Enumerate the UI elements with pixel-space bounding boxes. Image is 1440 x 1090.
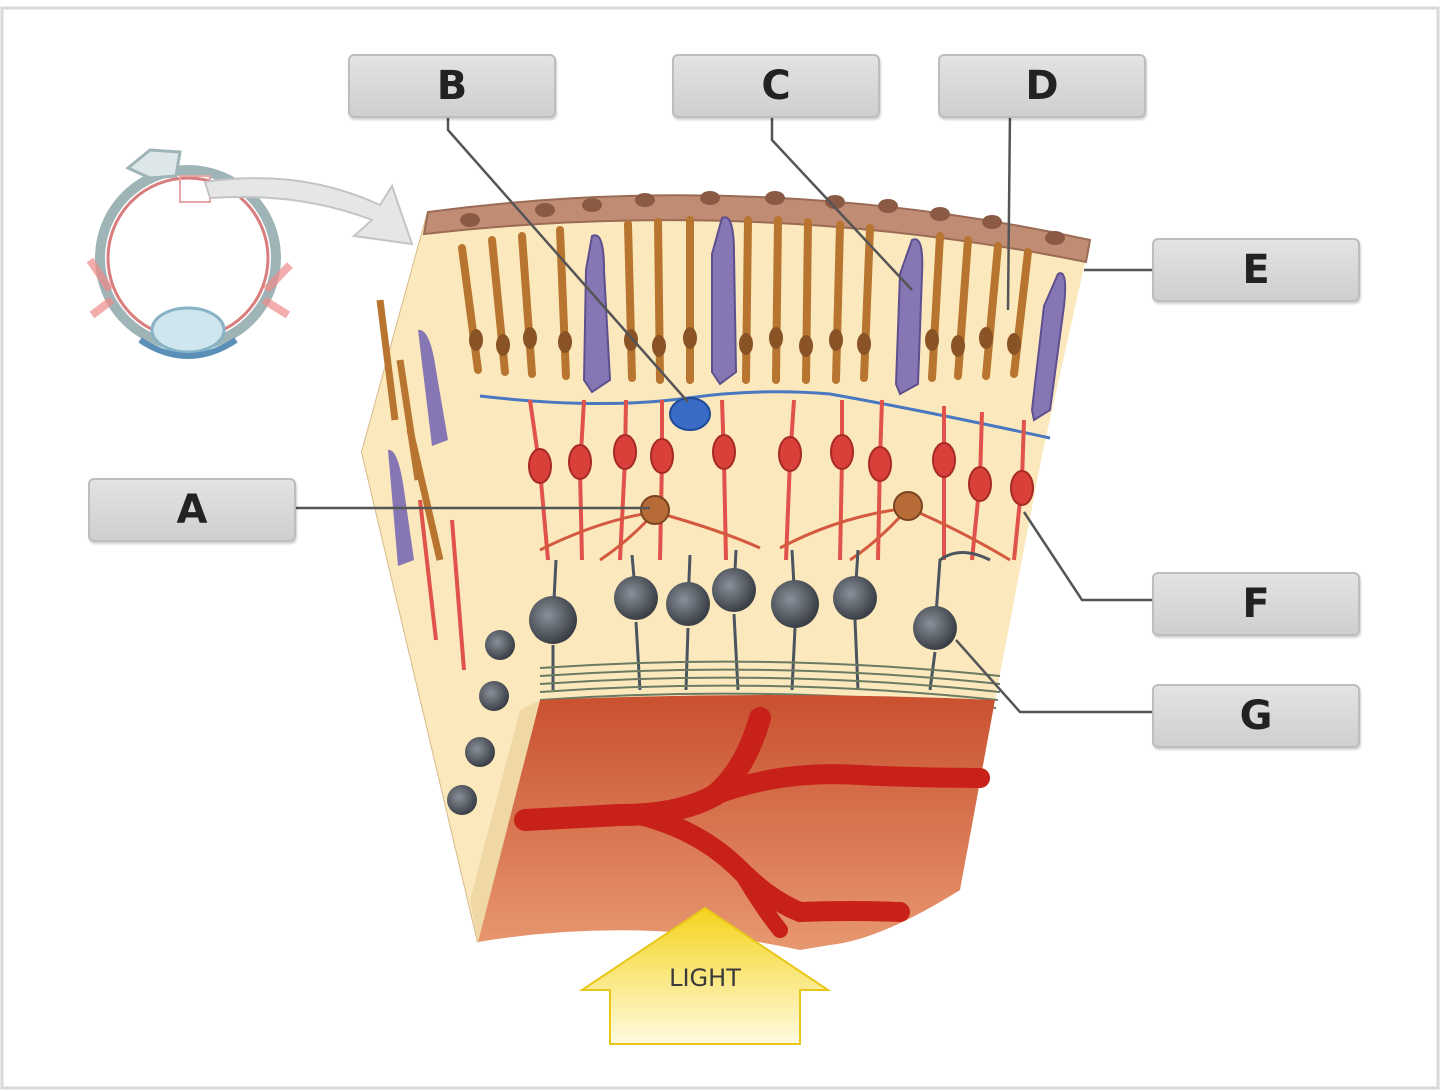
- side-face-cells: [376, 299, 515, 815]
- label-b-text: B: [436, 63, 468, 109]
- light-arrow-icon: [578, 906, 832, 1045]
- label-a-text: A: [176, 487, 208, 533]
- label-box-f[interactable]: F: [1152, 572, 1360, 636]
- label-leader-lines: [292, 111, 1152, 714]
- zoom-arrow-icon: [203, 177, 414, 246]
- amacrine-cells: [539, 491, 1011, 562]
- label-box-d[interactable]: D: [938, 54, 1146, 118]
- light-arrow-label: LIGHT: [669, 964, 741, 992]
- label-box-a[interactable]: A: [88, 478, 296, 542]
- nerve-fiber-layer: [539, 660, 1001, 709]
- label-e-text: E: [1242, 247, 1270, 293]
- label-g-text: G: [1239, 693, 1273, 739]
- label-box-c[interactable]: C: [672, 54, 880, 118]
- blood-vessels: [514, 707, 990, 938]
- choroid-layer: [478, 695, 995, 950]
- bipolar-cell-bodies: [528, 434, 1034, 506]
- pigment-cell-nuclei: [460, 191, 1065, 245]
- label-box-g[interactable]: G: [1152, 684, 1360, 748]
- label-box-b[interactable]: B: [348, 54, 556, 118]
- figure-border: [0, 6, 1440, 1090]
- label-f-text: F: [1242, 581, 1270, 627]
- label-c-text: C: [761, 63, 791, 109]
- eye-inset-icon: [86, 148, 293, 359]
- rod-nuclei: [469, 327, 1021, 357]
- label-box-e[interactable]: E: [1152, 238, 1360, 302]
- choroid-side-face: [470, 700, 540, 942]
- ganglion-cells: [529, 549, 991, 691]
- cone-cells: [582, 216, 1067, 422]
- horizontal-cell: [669, 397, 711, 431]
- label-d-text: D: [1025, 63, 1059, 109]
